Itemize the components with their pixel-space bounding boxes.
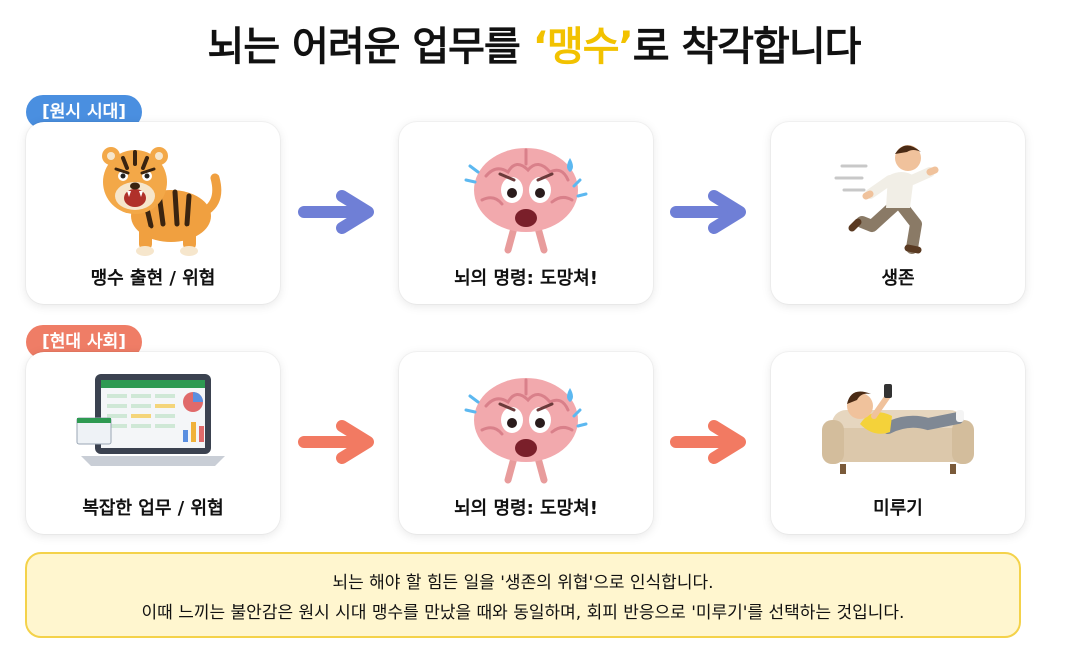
scared-brain-icon (464, 378, 588, 484)
card-complex-task-threat: 복잡한 업무 / 위협 (26, 352, 280, 534)
laptop-spreadsheet-icon (76, 374, 225, 466)
card-caption: 복잡한 업무 / 위협 (82, 498, 224, 519)
right-arrow-icon (670, 190, 746, 234)
card-brain-command: 뇌의 명령: 도망쳐! (399, 352, 653, 534)
running-man-icon (834, 145, 939, 254)
right-arrow-icon (298, 420, 374, 464)
tiger-icon (102, 147, 222, 256)
right-arrow-icon (298, 190, 374, 234)
card-caption: 맹수 출현 / 위협 (90, 268, 216, 289)
card-caption: 뇌의 명령: 도망쳐! (454, 498, 598, 519)
scared-brain-icon (464, 148, 588, 254)
card-caption: 생존 (881, 268, 915, 289)
man-on-sofa-icon (822, 384, 974, 474)
summary-line-1: 뇌는 해야 할 힘든 일을 '생존의 위협'으로 인식합니다. (332, 573, 714, 593)
right-arrow-icon (670, 420, 746, 464)
page-title: 뇌는 어려운 업무를 ‘맹수’로 착각합니다 (0, 14, 1068, 72)
summary-line-2: 이때 느끼는 불안감은 원시 시대 맹수를 만났을 때와 동일하며, 회피 반응… (141, 603, 905, 623)
card-survival: 생존 (771, 122, 1025, 304)
card-procrastination: 미루기 (771, 352, 1025, 534)
card-predator-threat: 맹수 출현 / 위협 (26, 122, 280, 304)
summary-note: 뇌는 해야 할 힘든 일을 '생존의 위협'으로 인식합니다. 이때 느끼는 불… (25, 552, 1021, 638)
card-caption: 뇌의 명령: 도망쳐! (454, 268, 598, 289)
card-brain-command: 뇌의 명령: 도망쳐! (399, 122, 653, 304)
title-text-before: 뇌는 어려운 업무를 (207, 24, 533, 70)
title-highlight: ‘맹수’ (532, 24, 634, 70)
card-caption: 미루기 (873, 498, 923, 519)
title-text-after: 로 착각합니다 (632, 24, 862, 70)
